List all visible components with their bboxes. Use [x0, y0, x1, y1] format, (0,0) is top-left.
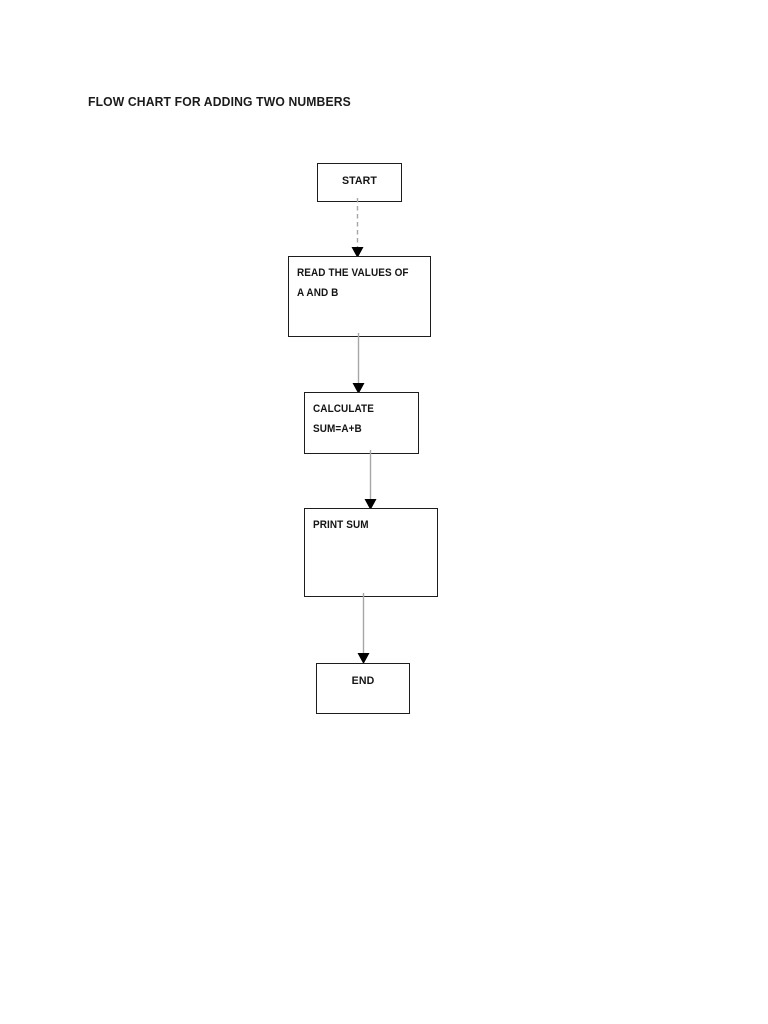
flow-node-end-label: END: [351, 675, 375, 687]
flow-node-calculate-sum-label: CALCULATE SUM=A+B: [313, 403, 374, 435]
flow-node-end[interactable]: END: [316, 663, 410, 714]
flow-node-calculate-sum[interactable]: CALCULATE SUM=A+B: [304, 392, 419, 454]
page-title: FLOW CHART FOR ADDING TWO NUMBERS: [88, 94, 351, 109]
flow-node-start-label: START: [341, 175, 378, 187]
flow-connector-start-to-read: [340, 198, 376, 260]
flow-connector-print-to-end: [346, 593, 382, 669]
flow-connector-read-to-calculate: [341, 333, 377, 397]
flow-node-read-values-label: READ THE VALUES OF A AND B: [297, 267, 409, 299]
arrowhead-icon: [352, 383, 365, 394]
arrowhead-icon: [351, 247, 364, 258]
flow-node-read-values[interactable]: READ THE VALUES OF A AND B: [288, 256, 431, 337]
flow-node-print-sum-label: PRINT SUM: [313, 519, 369, 531]
arrowhead-icon: [357, 653, 370, 664]
flow-node-print-sum[interactable]: PRINT SUM: [304, 508, 438, 597]
flow-connector-calculate-to-print: [353, 450, 389, 514]
arrowhead-icon: [364, 499, 377, 510]
flow-node-start[interactable]: START: [317, 163, 402, 202]
